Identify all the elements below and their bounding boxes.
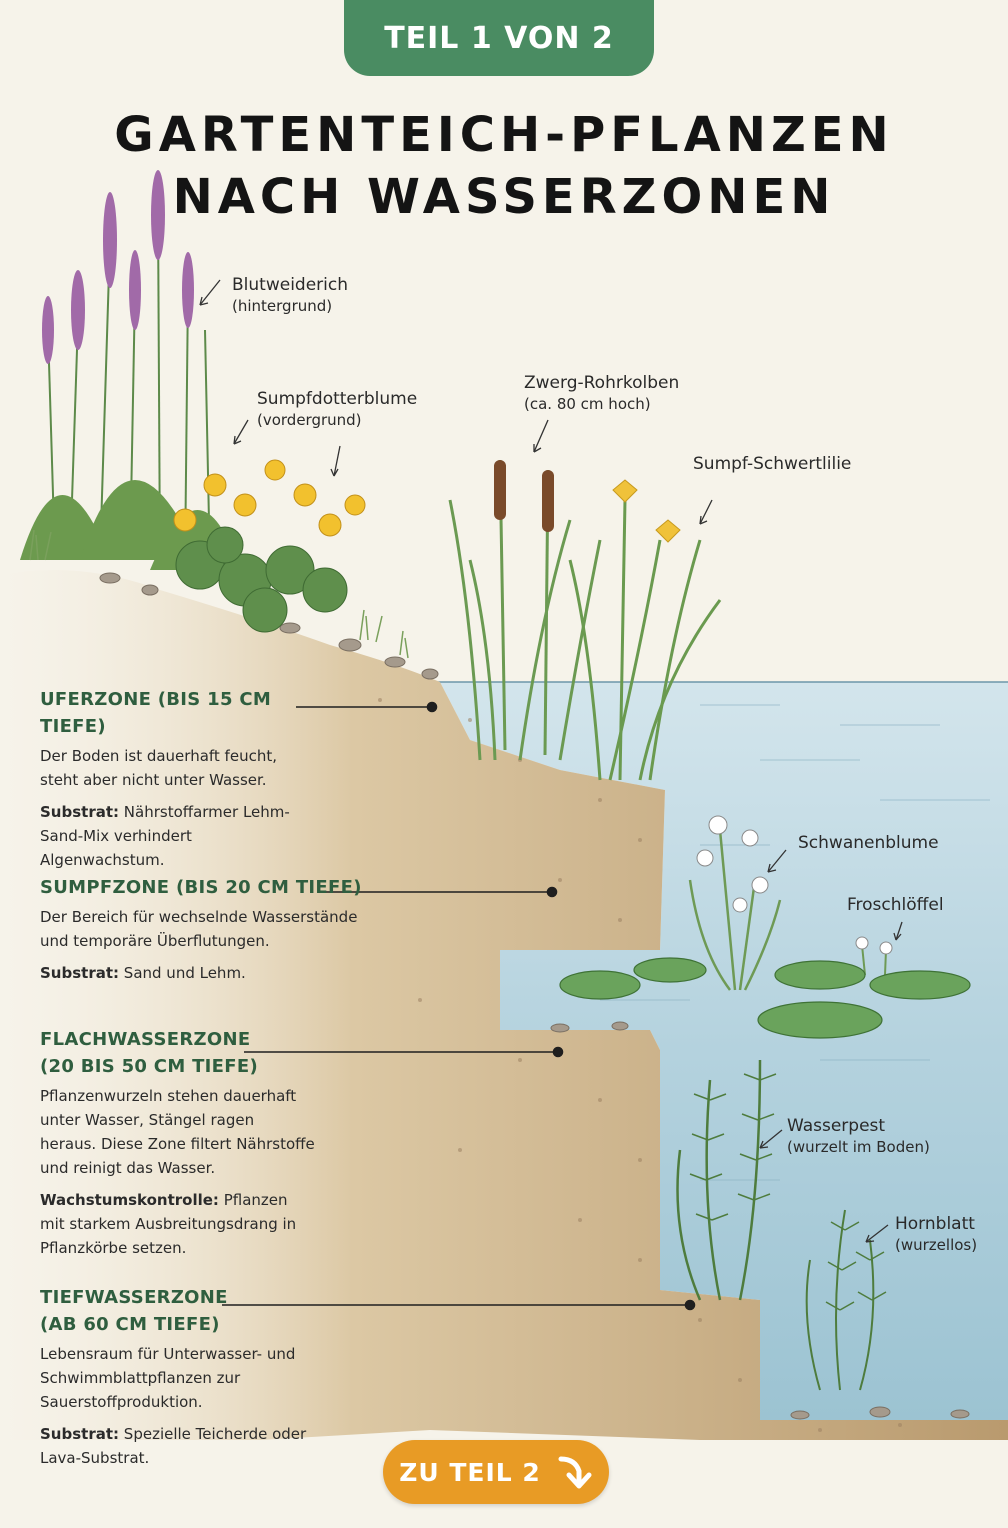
label-sumpfdotterblume: Sumpfdotterblume (vordergrund): [257, 388, 417, 431]
plant-name: Schwanenblume: [798, 833, 939, 853]
wasserpest-plant: [676, 1059, 777, 1301]
froschloeffel-plant: [855, 936, 893, 976]
zone-substrate-label: Substrat:: [40, 1425, 120, 1443]
zone-substrate-text: Sand und Lehm.: [123, 964, 246, 982]
lily-pads: [559, 957, 971, 1039]
plant-name: Sumpfdotterblume: [257, 389, 418, 409]
title-line-1: GARTENTEICH-PFLANZEN: [114, 107, 894, 163]
zone-title-line-1: TIEFWASSERZONE: [40, 1287, 228, 1308]
plant-name: Sumpf-Schwertlilie: [693, 454, 852, 474]
plant-name: Froschlöffel: [847, 895, 944, 915]
zone-flachwasserzone: FLACHWASSERZONE (20 BIS 50 CM TIEFE) Pfl…: [40, 1026, 315, 1260]
label-schwertlilie: Sumpf-Schwertlilie: [693, 453, 851, 475]
zone-growth-control: Wachstumskontrolle: Pflanzen mit starkem…: [40, 1188, 315, 1260]
arrow-down-right-icon: [555, 1453, 593, 1491]
plant-note: (wurzellos): [895, 1236, 978, 1254]
grass: [29, 529, 409, 659]
zone-growth-control-label: Wachstumskontrolle:: [40, 1191, 219, 1209]
zone-uferzone: UFERZONE (BIS 15 CM TIEFE) Der Boden ist…: [40, 686, 300, 872]
zone-title: SUMPFZONE (BIS 20 CM TIEFE): [40, 877, 362, 898]
plant-name: Blutweiderich: [232, 275, 348, 295]
zone-title-line-1: FLACHWASSERZONE: [40, 1029, 251, 1050]
zone-substrate-label: Substrat:: [40, 964, 120, 982]
soil-bank: [0, 570, 1008, 1440]
title-line-2: NACH WASSERZONEN: [172, 169, 836, 225]
hornblatt-plant: [805, 1209, 887, 1391]
zone-leader-lines: [222, 701, 696, 1311]
plant-note: (hintergrund): [232, 297, 333, 315]
zone-description: Der Bereich für wechselnde Wasserstände …: [40, 908, 358, 950]
label-hornblatt: Hornblatt (wurzellos): [895, 1213, 977, 1256]
zone-substrate: Substrat: Nährstoffarmer Lehm-Sand-Mix v…: [40, 800, 300, 872]
schwertlilie-plant: [568, 479, 722, 781]
zone-title-line-2: (AB 60 CM TIEFE): [40, 1314, 220, 1335]
zone-description: Pflanzenwurzeln stehen dauerhaft unter W…: [40, 1087, 315, 1177]
plant-name: Zwerg-Rohrkolben: [524, 373, 680, 393]
sumpfdotterblume-plant: [173, 459, 366, 633]
plant-name: Hornblatt: [895, 1214, 975, 1234]
page-title: GARTENTEICH-PFLANZEN NACH WASSERZONEN: [0, 104, 1008, 228]
zone-substrate: Substrat: Spezielle Teicherde oder Lava-…: [40, 1422, 310, 1470]
zone-substrate-label: Substrat:: [40, 803, 120, 821]
plant-name: Wasserpest: [787, 1116, 886, 1136]
rohrkolben-plant: [448, 459, 602, 761]
zone-substrate: Substrat: Sand und Lehm.: [40, 961, 370, 985]
zone-tiefwasserzone: TIEFWASSERZONE (AB 60 CM TIEFE) Lebensra…: [40, 1284, 310, 1470]
next-part-button[interactable]: ZU TEIL 2: [383, 1440, 609, 1504]
schwanenblume-plant: [688, 815, 782, 991]
part-indicator-label: TEIL 1 VON 2: [384, 20, 614, 56]
plant-label-arrows: [199, 279, 903, 1243]
zone-growth-control-text: Pflanzen mit starkem Ausbreitungsdrang i…: [40, 1191, 297, 1257]
part-indicator-tab: TEIL 1 VON 2: [344, 0, 654, 76]
zone-description: Lebensraum für Unterwasser- und Schwimmb…: [40, 1345, 296, 1411]
plant-note: (ca. 80 cm hoch): [524, 395, 651, 413]
zone-sumpfzone: SUMPFZONE (BIS 20 CM TIEFE) Der Bereich …: [40, 874, 370, 985]
plant-note: (vordergrund): [257, 411, 362, 429]
plant-note: (wurzelt im Boden): [787, 1138, 930, 1156]
next-part-label: ZU TEIL 2: [399, 1457, 541, 1487]
zone-title: UFERZONE (BIS 15 CM TIEFE): [40, 689, 272, 737]
zone-substrate-text: Nährstoffarmer Lehm-Sand-Mix verhindert …: [40, 803, 290, 869]
label-froschloeffel: Froschlöffel: [847, 894, 944, 916]
zone-description: Der Boden ist dauerhaft feucht, steht ab…: [40, 747, 277, 789]
blutweiderich-plant: [20, 170, 240, 571]
label-wasserpest: Wasserpest (wurzelt im Boden): [787, 1115, 930, 1158]
label-schwanenblume: Schwanenblume: [798, 832, 939, 854]
zone-substrate-text: Spezielle Teicherde oder Lava-Substrat.: [40, 1425, 307, 1467]
label-blutweiderich: Blutweiderich (hintergrund): [232, 274, 348, 317]
zone-title-line-2: (20 BIS 50 CM TIEFE): [40, 1056, 258, 1077]
pebbles: [99, 572, 970, 1420]
water: [440, 682, 1008, 1420]
label-rohrkolben: Zwerg-Rohrkolben (ca. 80 cm hoch): [524, 372, 679, 415]
